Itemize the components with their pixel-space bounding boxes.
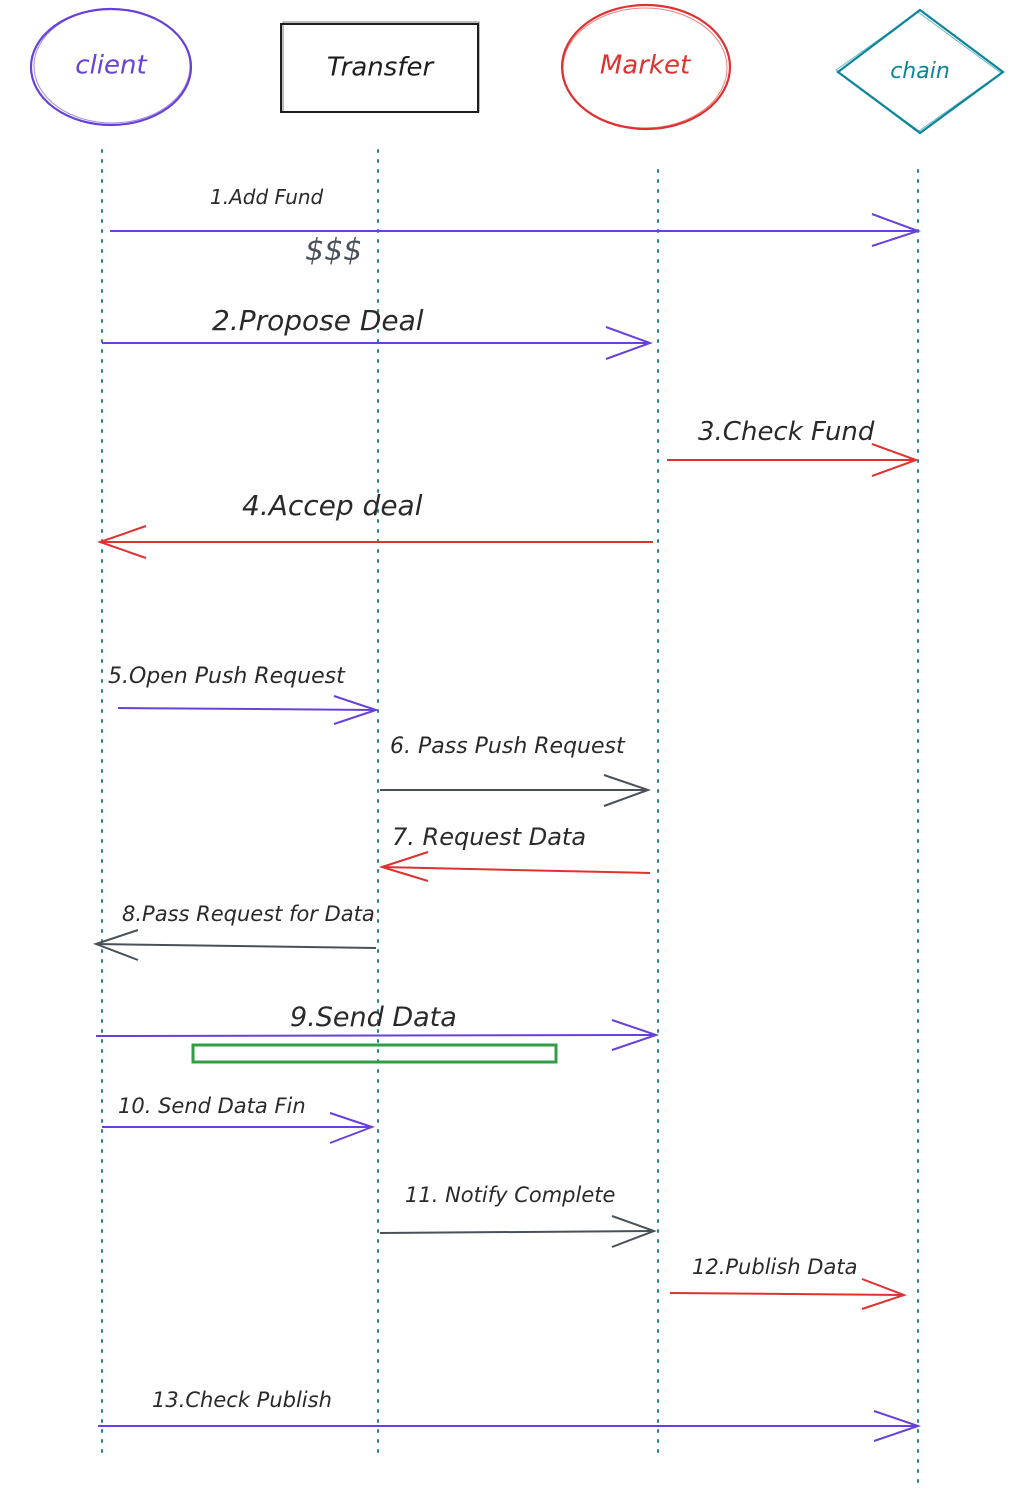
message-7: 7. Request Data bbox=[378, 823, 651, 882]
money-annotation: $$$ bbox=[305, 233, 362, 268]
message-12: 12.Publish Data bbox=[669, 1255, 907, 1310]
arrow-head bbox=[871, 443, 919, 477]
send-data-progress-bar bbox=[191, 1043, 558, 1064]
message-1: 1.Add Fund bbox=[110, 185, 922, 247]
arrow-head bbox=[873, 1410, 922, 1442]
message-label: 3.Check Fund bbox=[698, 417, 875, 447]
message-6: 6. Pass Push Request bbox=[380, 734, 652, 807]
participant-client: client bbox=[29, 7, 193, 127]
participant-label-transfer: Transfer bbox=[327, 53, 436, 83]
lifelines bbox=[101, 149, 919, 1491]
arrow-head bbox=[329, 1112, 375, 1144]
message-label: 2.Propose Deal bbox=[212, 304, 424, 337]
message-9: 9.Send Data bbox=[95, 1002, 660, 1051]
arrow-head bbox=[378, 851, 429, 882]
arrow-head bbox=[611, 1215, 657, 1248]
arrow-head bbox=[871, 213, 922, 247]
client-ellipse-sketch bbox=[33, 8, 191, 124]
arrow-line bbox=[95, 1034, 657, 1037]
messages: 1.Add Fund $$$ 2.Propose Deal 3.Check Fu… bbox=[93, 185, 922, 1442]
transfer-box-sketch bbox=[282, 21, 480, 113]
message-label: 11. Notify Complete bbox=[405, 1183, 615, 1207]
arrow-head bbox=[603, 774, 652, 807]
message-5: 5.Open Push Request bbox=[108, 664, 380, 725]
participant-transfer: Transfer bbox=[280, 21, 480, 113]
message-label: 5.Open Push Request bbox=[108, 664, 346, 689]
arrow-line bbox=[379, 1230, 655, 1234]
message-4: 4.Accep deal bbox=[96, 489, 653, 559]
arrow-line bbox=[669, 1292, 905, 1296]
message-label: 4.Accep deal bbox=[242, 489, 423, 522]
chain-diamond-sketch bbox=[835, 11, 1002, 132]
arrow-head bbox=[861, 1278, 907, 1310]
participant-label-chain: chain bbox=[890, 59, 950, 84]
message-label: 10. Send Data Fin bbox=[118, 1094, 306, 1118]
arrow-line bbox=[381, 866, 651, 874]
participant-market: Market bbox=[560, 3, 732, 131]
chain-diamond bbox=[836, 8, 1005, 135]
message-label: 8.Pass Request for Data bbox=[122, 902, 375, 926]
arrow-head bbox=[96, 525, 147, 559]
message-13: 13.Check Publish bbox=[98, 1388, 922, 1442]
arrow-head bbox=[333, 695, 380, 725]
message-label: 13.Check Publish bbox=[152, 1388, 332, 1412]
arrow-line bbox=[117, 707, 377, 711]
participant-label-market: Market bbox=[600, 51, 691, 81]
message-3: 3.Check Fund bbox=[667, 417, 919, 477]
message-label: 12.Publish Data bbox=[692, 1255, 857, 1279]
arrow-head bbox=[605, 326, 653, 360]
message-label: 1.Add Fund bbox=[210, 185, 324, 209]
participant-label-client: client bbox=[75, 51, 147, 81]
arrow-head bbox=[93, 929, 139, 961]
market-ellipse bbox=[560, 3, 732, 131]
message-11: 11. Notify Complete bbox=[379, 1183, 657, 1248]
participant-chain: chain bbox=[835, 8, 1005, 135]
market-ellipse-sketch bbox=[562, 7, 728, 129]
arrow-line bbox=[95, 943, 377, 949]
message-8: 8.Pass Request for Data bbox=[93, 902, 377, 961]
arrow-head bbox=[611, 1019, 660, 1051]
message-label: 7. Request Data bbox=[392, 823, 586, 851]
message-10: 10. Send Data Fin bbox=[102, 1094, 375, 1144]
message-2: 2.Propose Deal bbox=[102, 304, 653, 360]
message-label: 6. Pass Push Request bbox=[390, 734, 626, 759]
message-label: 9.Send Data bbox=[290, 1002, 457, 1033]
